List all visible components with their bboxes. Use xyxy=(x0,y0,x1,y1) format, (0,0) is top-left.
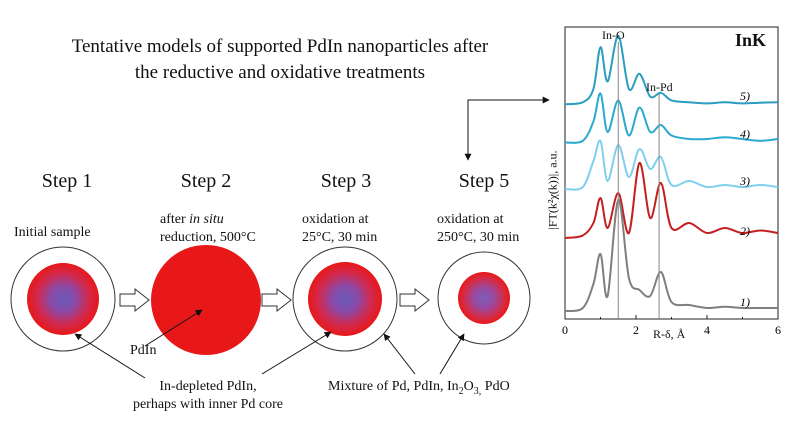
series-label-2: 2) xyxy=(740,224,750,238)
step-2-caption-line2: reduction, 500°C xyxy=(160,230,256,245)
title-line-2: the reductive and oxidative treatments xyxy=(134,62,426,83)
series-label-4: 4) xyxy=(740,127,750,141)
step-3-caption-line2: 25°C, 30 min xyxy=(302,230,378,245)
series-label-3: 3) xyxy=(739,174,750,188)
annotation-in-pd: In-Pd xyxy=(646,80,673,94)
series-line-2 xyxy=(564,161,779,239)
pointer-depleted-step1 xyxy=(74,333,146,379)
chart-frame xyxy=(564,26,779,320)
series-line-4 xyxy=(564,92,779,144)
depleted-note: In-depleted PdIn, perhaps with inner Pd … xyxy=(118,378,298,414)
exafs-chart: 5) 4) 3) 2) 1) 0 2 4 6 xyxy=(562,26,781,337)
pointer-mixture-step3 xyxy=(383,333,416,375)
chart-link-arrow xyxy=(464,99,548,161)
mixture-note-sub2: 3, xyxy=(473,385,482,397)
particle-step1 xyxy=(10,246,116,352)
annotation-in-o: In-O xyxy=(602,28,625,42)
pointer-mixture-step5 xyxy=(439,333,465,375)
step-1-caption: Initial sample xyxy=(14,225,91,240)
step-2-caption-italic: in situ xyxy=(189,212,224,227)
step-5-label: Step 5 xyxy=(458,170,510,192)
step-5-caption-line1: oxidation at xyxy=(437,212,504,227)
x-tick-label: 0 xyxy=(562,323,568,337)
pointer-depleted-step3 xyxy=(261,331,332,375)
step-arrow-2-3 xyxy=(261,287,292,313)
figure-title: Tentative models of supported PdIn nanop… xyxy=(10,34,550,86)
mixture-note-mid: O xyxy=(463,379,474,394)
particle-step5 xyxy=(437,251,531,345)
pdin-label: PdIn xyxy=(130,343,157,358)
step-3-caption-line1: oxidation at xyxy=(302,212,369,227)
step-2-caption-pre: after xyxy=(160,212,190,227)
step-arrow-3-5 xyxy=(399,287,430,313)
step-3-label: Step 3 xyxy=(320,170,372,192)
step-2-label: Step 2 xyxy=(180,170,232,192)
step-2-caption: after in situ reduction, 500°C xyxy=(160,211,256,247)
mixture-note-sub1: 2 xyxy=(458,385,464,397)
mixture-note-pre: Mixture of Pd, PdIn, In xyxy=(328,379,459,394)
series-line-5 xyxy=(564,34,779,106)
title-line-1: Tentative models of supported PdIn nanop… xyxy=(71,36,489,57)
depleted-note-line1: In-depleted PdIn, xyxy=(159,379,257,394)
particle-step3 xyxy=(292,246,398,352)
chart-xlabel: R-δ, Å xyxy=(653,327,686,341)
step-5-caption: oxidation at 250°C, 30 min xyxy=(437,211,519,247)
step-5-caption-line2: 250°C, 30 min xyxy=(437,230,520,245)
step-1-label: Step 1 xyxy=(41,170,93,192)
particle-step2 xyxy=(151,245,261,355)
x-tick-label: 2 xyxy=(633,323,639,337)
x-tick-label: 4 xyxy=(704,323,710,337)
pointer-pdin xyxy=(144,309,203,347)
mixture-note: Mixture of Pd, PdIn, In2O3, PdO xyxy=(328,378,510,401)
chart-ylabel: |FT(k²χ(k))|, a.u. xyxy=(545,150,560,230)
x-tick-label: 6 xyxy=(775,323,781,337)
series-line-3 xyxy=(564,139,779,191)
series-label-1: 1) xyxy=(740,295,750,309)
mixture-note-post: PdO xyxy=(481,379,510,394)
series-line-1 xyxy=(564,198,778,313)
step-arrow-1-2 xyxy=(119,287,150,313)
series-label-5: 5) xyxy=(740,89,750,103)
depleted-note-line2: perhaps with inner Pd core xyxy=(132,397,284,412)
chart-title: InK xyxy=(735,30,767,50)
step-3-caption: oxidation at 25°C, 30 min xyxy=(302,211,377,247)
